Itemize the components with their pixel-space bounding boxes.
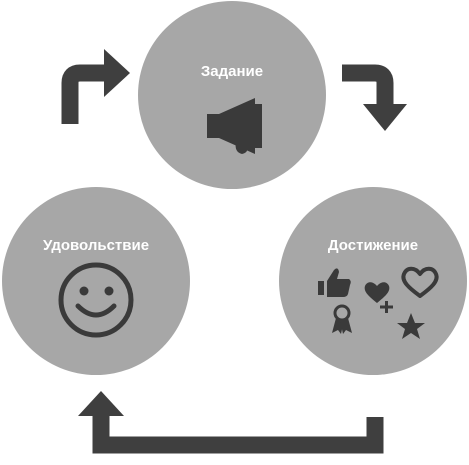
thumbs-up-icon bbox=[318, 268, 351, 297]
achievement-icons bbox=[318, 266, 439, 339]
arrow-bottom bbox=[78, 391, 384, 454]
node-achievement-circle bbox=[279, 187, 467, 375]
node-achievement: Достижение bbox=[279, 187, 467, 375]
node-task: Задание bbox=[138, 1, 326, 189]
heart-plus-icon bbox=[364, 282, 393, 313]
node-task-label: Задание bbox=[201, 63, 263, 80]
heart-outline-icon bbox=[401, 266, 439, 298]
node-pleasure-label: Удовольствие bbox=[43, 237, 149, 254]
node-achievement-label: Достижение bbox=[328, 237, 418, 254]
node-pleasure: Удовольствие bbox=[2, 187, 190, 375]
smiley-icon bbox=[58, 262, 134, 338]
arrow-top-right bbox=[342, 64, 407, 131]
node-task-circle bbox=[138, 1, 326, 189]
megaphone-icon bbox=[207, 98, 262, 154]
node-pleasure-circle bbox=[2, 187, 190, 375]
medal-icon bbox=[332, 304, 352, 334]
star-icon bbox=[397, 313, 425, 339]
arrow-top-left bbox=[61, 49, 130, 124]
